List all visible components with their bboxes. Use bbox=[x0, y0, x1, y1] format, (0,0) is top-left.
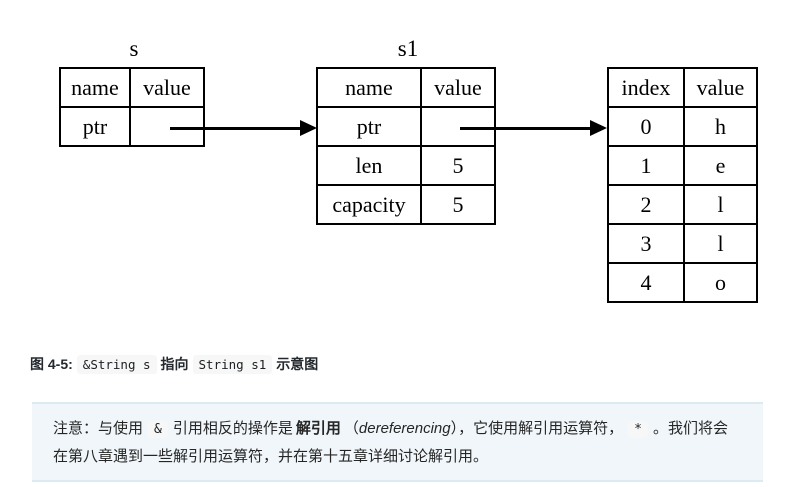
table-row: 3 l bbox=[607, 223, 758, 264]
note-mid1: 引用相反的操作是 bbox=[172, 420, 293, 437]
table-s1-cell-capacity-value: 5 bbox=[420, 184, 496, 225]
table-row: 0 h bbox=[607, 106, 758, 147]
note-paren-open: （ bbox=[343, 420, 359, 437]
heap-index-4: 4 bbox=[607, 262, 685, 303]
table-row: 2 l bbox=[607, 184, 758, 225]
arrow-s1-to-heap-line bbox=[460, 127, 592, 130]
note-bold-term: 解引用 bbox=[295, 420, 341, 437]
table-s1-cell-ptr-value bbox=[420, 106, 496, 147]
arrow-s-to-s1-line bbox=[170, 127, 302, 130]
table-s1-cell-capacity: capacity bbox=[316, 184, 422, 225]
table-row: ptr bbox=[59, 106, 205, 147]
heap-value-4: o bbox=[683, 262, 758, 303]
heap-index-3: 3 bbox=[607, 223, 685, 264]
arrow-s-to-s1-head-icon bbox=[300, 120, 317, 136]
note-italic-term: dereferencing bbox=[358, 420, 451, 437]
heap-value-1: e bbox=[683, 145, 758, 186]
table-row: 4 o bbox=[607, 262, 758, 303]
table-row: len 5 bbox=[316, 145, 496, 186]
table-s1-cell-ptr: ptr bbox=[316, 106, 422, 147]
table-heap-header-index: index bbox=[607, 67, 685, 108]
table-row: capacity 5 bbox=[316, 184, 496, 225]
figure-caption-mid: 指向 bbox=[160, 356, 189, 372]
heap-index-0: 0 bbox=[607, 106, 685, 147]
table-s1-cell-len: len bbox=[316, 145, 422, 186]
table-s1-header-value: value bbox=[420, 67, 496, 108]
table-s: name value ptr bbox=[59, 67, 205, 147]
table-s-header-value: value bbox=[129, 67, 205, 108]
table-row: name value bbox=[59, 67, 205, 108]
table-row: ptr bbox=[316, 106, 496, 147]
figure-caption-label: 图 4-5: bbox=[30, 356, 73, 372]
table-s1-title: s1 bbox=[397, 36, 419, 61]
figure-caption-suffix: 示意图 bbox=[276, 356, 319, 372]
table-row: index value bbox=[607, 67, 758, 108]
table-s1-cell-len-value: 5 bbox=[420, 145, 496, 186]
note-code-star: * bbox=[628, 421, 648, 438]
arrow-s1-to-heap-head-icon bbox=[590, 120, 607, 136]
note-suffix: 。我们将会在第八章遇到一些解引用运算符，并在第十五章详细讨论解引用。 bbox=[53, 420, 728, 465]
table-s-title: s bbox=[129, 36, 139, 61]
caption-code-string-s: &String s bbox=[76, 355, 157, 374]
note-callout: 注意：与使用&引用相反的操作是解引用（dereferencing），它使用解引用… bbox=[32, 402, 763, 482]
note-prefix: 注意：与使用 bbox=[53, 420, 144, 437]
caption-code-string-s1: String s1 bbox=[192, 355, 273, 374]
heap-value-3: l bbox=[683, 223, 758, 264]
heap-index-2: 2 bbox=[607, 184, 685, 225]
table-s1-header-name: name bbox=[316, 67, 422, 108]
note-code-ampersand: & bbox=[148, 421, 168, 438]
table-row: name value bbox=[316, 67, 496, 108]
table-s1: name value ptr len 5 capacity 5 bbox=[316, 67, 496, 225]
table-s-cell-ptr: ptr bbox=[59, 106, 131, 147]
table-s-header-name: name bbox=[59, 67, 131, 108]
table-s-cell-ptr-value bbox=[129, 106, 205, 147]
table-row: 1 e bbox=[607, 145, 758, 186]
heap-index-1: 1 bbox=[607, 145, 685, 186]
note-mid2: ），它使用解引用运算符， bbox=[450, 420, 624, 437]
heap-value-2: l bbox=[683, 184, 758, 225]
table-heap-header-value: value bbox=[683, 67, 758, 108]
heap-value-0: h bbox=[683, 106, 758, 147]
table-heap: index value 0 h 1 e 2 l 3 l 4 o bbox=[607, 67, 758, 303]
